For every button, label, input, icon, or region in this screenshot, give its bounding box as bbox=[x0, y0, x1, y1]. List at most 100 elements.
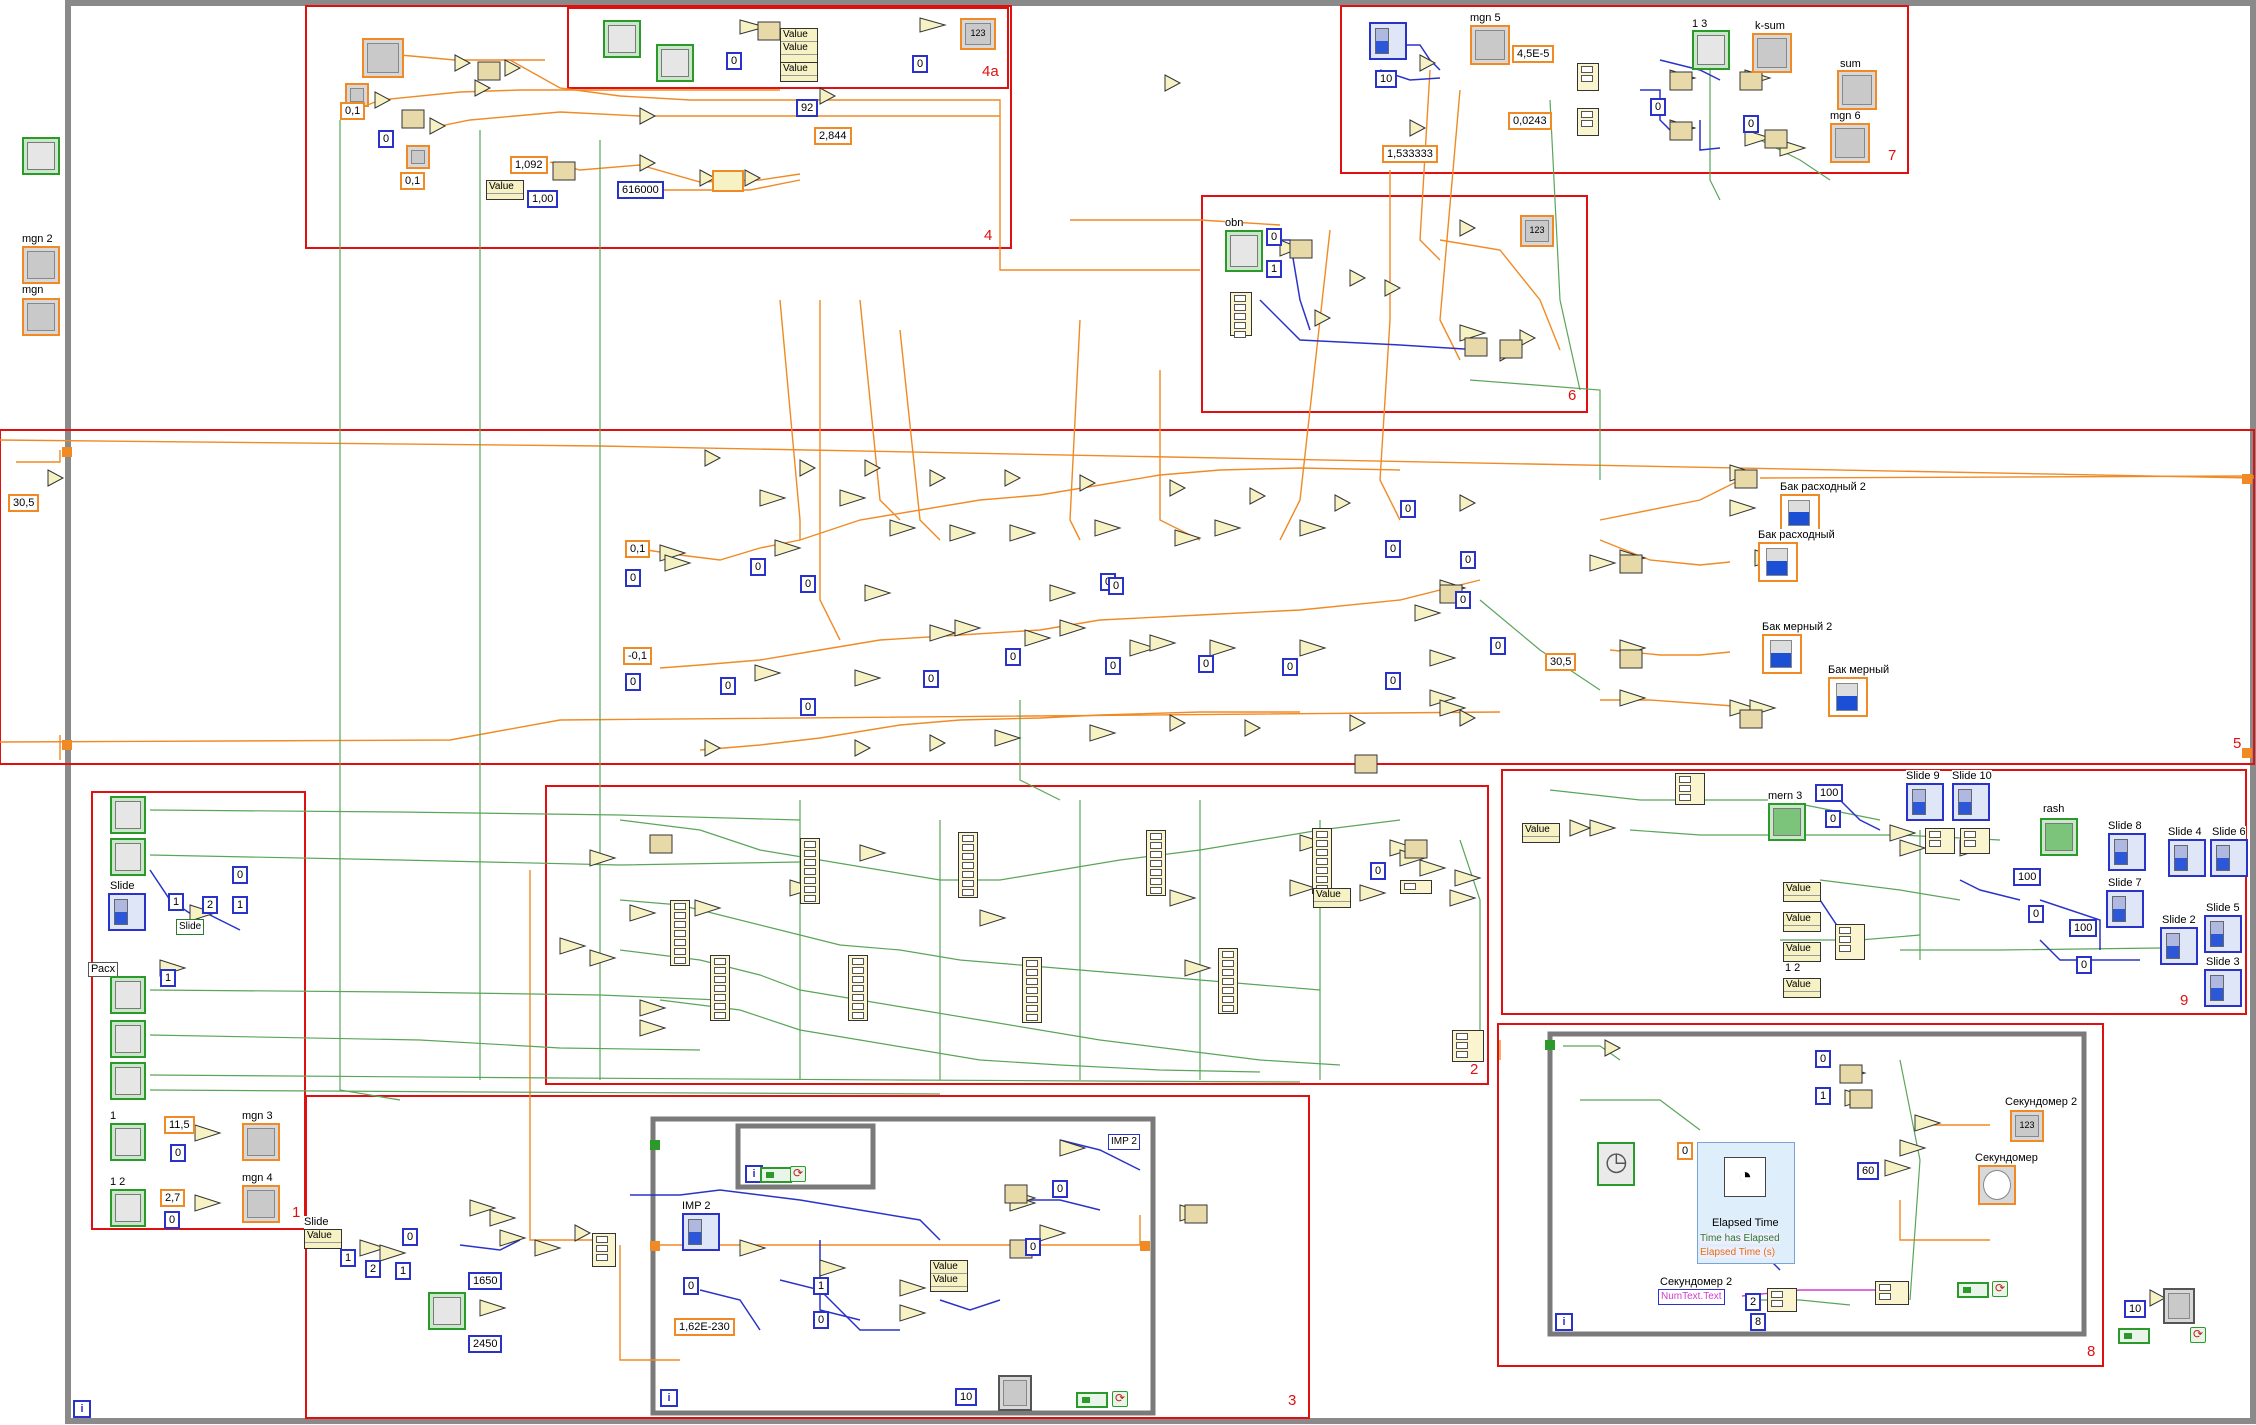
const-1-00[interactable]: 1,00 bbox=[527, 190, 559, 208]
const-1-s3c[interactable]: 1 bbox=[813, 1277, 830, 1295]
led-mern3[interactable] bbox=[1768, 803, 1806, 841]
time-has-elapsed-terminal[interactable]: Time has Elapsed bbox=[1700, 1233, 1780, 1244]
boolean-control-s1-2[interactable] bbox=[110, 838, 146, 876]
const-0-s6b[interactable]: 0 bbox=[1815, 1050, 1832, 1068]
boolean-control-s1-3[interactable] bbox=[110, 976, 146, 1014]
imp2-local-variable[interactable]: IMP 2 bbox=[1108, 1134, 1140, 1150]
const-0-s5d[interactable]: 0 bbox=[800, 575, 817, 593]
const-0-1-s5[interactable]: 0,1 bbox=[625, 540, 651, 558]
const-2-7[interactable]: 2,7 bbox=[160, 1189, 186, 1207]
boolean-control-s1-5[interactable] bbox=[110, 1062, 146, 1100]
const-100-s9[interactable]: 100 bbox=[1815, 784, 1844, 802]
const-1-s3a[interactable]: 1 bbox=[340, 1249, 357, 1267]
const-0-1b[interactable]: 0,1 bbox=[400, 172, 426, 190]
const-1-s1a[interactable]: 1 bbox=[168, 893, 185, 911]
slide-3[interactable] bbox=[2204, 969, 2242, 1007]
const-0-s6[interactable]: 0 bbox=[1677, 1142, 1694, 1160]
const-11-5[interactable]: 11,5 bbox=[164, 1116, 195, 1134]
slide-4[interactable] bbox=[2168, 839, 2206, 877]
const-0-s5s[interactable]: 0 bbox=[1108, 577, 1125, 595]
const-0-s1b[interactable]: 0 bbox=[170, 1144, 187, 1162]
boolean-control-4a-1[interactable] bbox=[603, 20, 641, 58]
const-10-main[interactable]: 10 bbox=[2124, 1300, 2147, 1318]
timer-control-s8[interactable] bbox=[1369, 22, 1407, 60]
boolean-control-1-3[interactable] bbox=[1692, 30, 1730, 70]
const-1533333[interactable]: 1,533333 bbox=[1382, 145, 1438, 163]
const-1650[interactable]: 1650 bbox=[468, 1272, 503, 1290]
const-100-s9c[interactable]: 100 bbox=[2069, 919, 2098, 937]
const-0-4a[interactable]: 0 bbox=[726, 52, 743, 70]
const-0-s5k[interactable]: 0 bbox=[1198, 655, 1215, 673]
const-2-s6[interactable]: 2 bbox=[1745, 1293, 1762, 1311]
const-616000[interactable]: 616000 bbox=[617, 181, 664, 199]
const-1-62e-230[interactable]: 1,62E-230 bbox=[674, 1318, 735, 1336]
knob-imp2[interactable] bbox=[682, 1213, 720, 1251]
slide-local-variable[interactable]: Slide bbox=[176, 919, 205, 935]
const-0-s2[interactable]: 0 bbox=[1370, 862, 1387, 880]
const-0-s5b[interactable]: 0 bbox=[625, 673, 642, 691]
boolean-control-1[interactable] bbox=[110, 1123, 146, 1161]
const-0-s9c[interactable]: 0 bbox=[2076, 956, 2093, 974]
const-1-s3b[interactable]: 1 bbox=[395, 1262, 412, 1280]
const-0-s9a[interactable]: 0 bbox=[1825, 810, 1842, 828]
const-0-s8b[interactable]: 0 bbox=[1743, 115, 1760, 133]
const-2450[interactable]: 2450 bbox=[468, 1335, 503, 1353]
const-60[interactable]: 60 bbox=[1857, 1162, 1880, 1180]
const-1-s1c[interactable]: 1 bbox=[160, 969, 177, 987]
boolean-control-s1-1[interactable] bbox=[110, 796, 146, 834]
const-0-s7[interactable]: 0 bbox=[1266, 228, 1283, 246]
const-0-s3[interactable]: 0 bbox=[402, 1228, 419, 1246]
const-0-s9b[interactable]: 0 bbox=[2028, 905, 2045, 923]
const-2-s1[interactable]: 2 bbox=[202, 896, 219, 914]
led-rash[interactable] bbox=[2040, 818, 2078, 856]
const-0-4a-b[interactable]: 0 bbox=[912, 55, 929, 73]
boolean-control-s1-4[interactable] bbox=[110, 1020, 146, 1058]
slide-control-s1[interactable] bbox=[108, 893, 146, 931]
const-8[interactable]: 8 bbox=[1750, 1313, 1767, 1331]
const-1-s7[interactable]: 1 bbox=[1266, 260, 1283, 278]
const-30-5b[interactable]: 30,5 bbox=[1545, 653, 1577, 671]
const-0-s5q[interactable]: 0 bbox=[1460, 551, 1477, 569]
boolean-control-1-2[interactable] bbox=[110, 1189, 146, 1227]
const-0-s3d[interactable]: 0 bbox=[1052, 1180, 1069, 1198]
const-0-s1[interactable]: 0 bbox=[232, 866, 249, 884]
const-00243[interactable]: 0,0243 bbox=[1508, 112, 1552, 130]
const-0-s5o[interactable]: 0 bbox=[1490, 637, 1507, 655]
const-100-s9b[interactable]: 100 bbox=[2013, 868, 2042, 886]
const-neg0-1[interactable]: -0,1 bbox=[623, 647, 652, 665]
const-0-s5m[interactable]: 0 bbox=[1385, 672, 1402, 690]
const-0-s5g[interactable]: 0 bbox=[720, 677, 737, 695]
numtext-property-node[interactable]: NumText.Text bbox=[1658, 1289, 1725, 1305]
elapsed-time-express-vi[interactable]: ◔ Elapsed Time Time has Elapsed Elapsed … bbox=[1697, 1142, 1795, 1264]
const-0-s5a[interactable]: 0 bbox=[625, 569, 642, 587]
const-0-s5n[interactable]: 0 bbox=[1455, 591, 1472, 609]
boolean-control[interactable] bbox=[22, 137, 60, 175]
const-0-s5h[interactable]: 0 bbox=[800, 698, 817, 716]
const-0-1[interactable]: 0,1 bbox=[340, 102, 366, 120]
slide-8[interactable] bbox=[2108, 833, 2146, 871]
slide-6[interactable] bbox=[2210, 839, 2248, 877]
numeric-control-obn[interactable] bbox=[1225, 230, 1263, 272]
const-0-s5c[interactable]: 0 bbox=[750, 558, 767, 576]
const-0-s3c[interactable]: 0 bbox=[813, 1311, 830, 1329]
slide-9[interactable] bbox=[1906, 783, 1944, 821]
const-0-s5p[interactable]: 0 bbox=[1385, 540, 1402, 558]
const-10-s3[interactable]: 10 bbox=[955, 1388, 978, 1406]
slide-7[interactable] bbox=[2106, 890, 2144, 928]
slide-5[interactable] bbox=[2204, 915, 2242, 953]
elapsed-time-s-terminal[interactable]: Elapsed Time (s) bbox=[1700, 1247, 1776, 1258]
const-10[interactable]: 10 bbox=[1375, 70, 1398, 88]
const-0-s5l[interactable]: 0 bbox=[1282, 658, 1299, 676]
const-2-s3[interactable]: 2 bbox=[365, 1260, 382, 1278]
boolean-control-s3[interactable] bbox=[428, 1292, 466, 1330]
const-30-5[interactable]: 30,5 bbox=[8, 494, 40, 512]
const-0-s8[interactable]: 0 bbox=[1650, 98, 1667, 116]
const-0-s5r[interactable]: 0 bbox=[923, 670, 940, 688]
slide-10[interactable] bbox=[1952, 783, 1990, 821]
const-2844[interactable]: 2,844 bbox=[814, 127, 852, 145]
const-0-s5j[interactable]: 0 bbox=[1105, 657, 1122, 675]
timer-control-s6[interactable] bbox=[1597, 1142, 1635, 1186]
const-0-s5f[interactable]: 0 bbox=[1400, 500, 1417, 518]
slide-2[interactable] bbox=[2160, 927, 2198, 965]
const-0-s3e[interactable]: 0 bbox=[1025, 1238, 1042, 1256]
